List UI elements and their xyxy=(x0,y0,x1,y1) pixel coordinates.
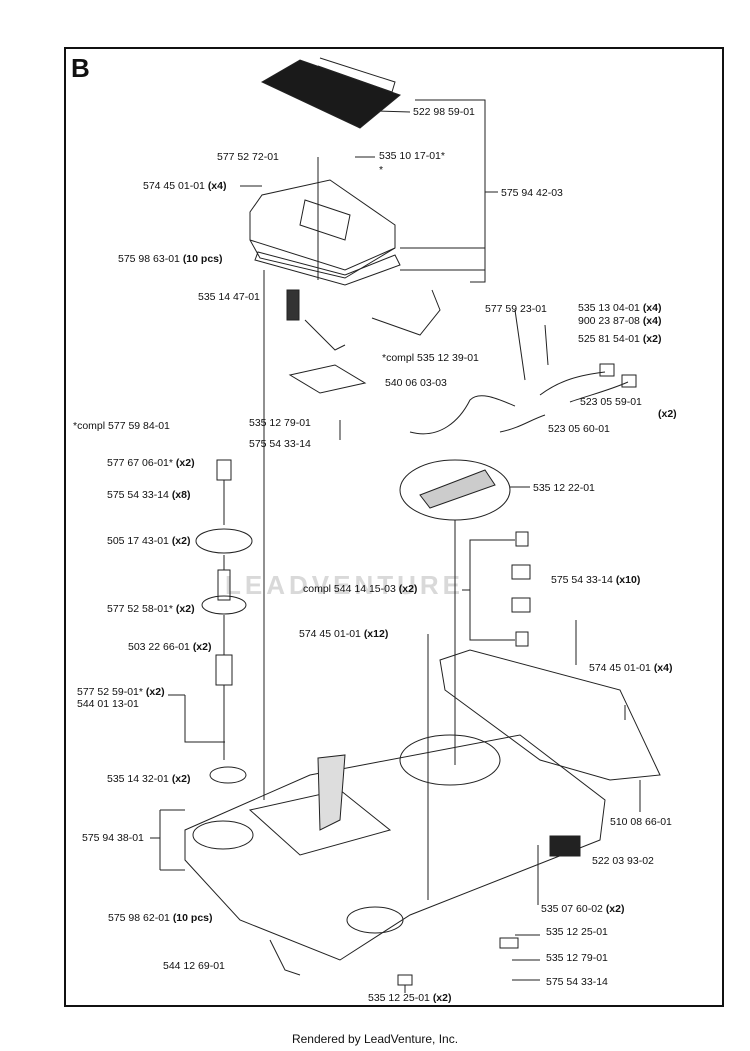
label-535-13-04-01: 535 13 04-01 (x4) xyxy=(578,302,662,314)
label-523-05-60-01: 523 05 60-01 xyxy=(548,423,610,435)
label-compl-577-59-84-01: *compl 577 59 84-01 xyxy=(73,420,170,432)
label-compl-544-14-15-03: compl 544 14 15-03 (x2) xyxy=(303,583,418,595)
label-535-12-25-01-x2: 535 12 25-01 (x2) xyxy=(368,992,452,1004)
label-535-12-22-01: 535 12 22-01 xyxy=(533,482,595,494)
main-chassis xyxy=(184,734,606,961)
label-525-81-54-01: 525 81 54-01 (x2) xyxy=(578,333,662,345)
label-asterisk: * xyxy=(379,164,384,176)
label-574-45-01-01-x4b: 574 45 01-01 (x4) xyxy=(589,662,673,674)
section-letter: B xyxy=(71,53,90,83)
label-535-12-79-01-top: 535 12 79-01 xyxy=(249,417,311,429)
bushing xyxy=(209,766,247,784)
label-522-03-93-02: 522 03 93-02 xyxy=(592,855,654,867)
label-574-45-01-01-x12: 574 45 01-01 (x12) xyxy=(299,628,389,640)
cover-gasket xyxy=(254,251,401,286)
label-900-23-87-08: 900 23 87-08 (x4) xyxy=(578,315,662,327)
label-503-22-66-01: 503 22 66-01 (x2) xyxy=(128,641,212,653)
bellow-seal xyxy=(195,528,253,554)
sensor-cable-1 xyxy=(539,371,606,396)
front-wheel-well xyxy=(192,820,254,850)
pcb-board xyxy=(288,364,367,394)
label-505-17-43-01: 505 17 43-01 (x2) xyxy=(107,535,191,547)
label-535-07-60-02: 535 07 60-02 (x2) xyxy=(541,903,625,915)
label-544-01-13-01: 544 01 13-01 xyxy=(77,698,139,710)
label-544-12-69-01: 544 12 69-01 xyxy=(163,960,225,972)
label-575-54-33-14-top: 575 54 33-14 xyxy=(249,438,311,450)
label-575-54-33-14-x10: 575 54 33-14 (x10) xyxy=(551,574,641,586)
label-577-52-59-01: 577 52 59-01* (x2) xyxy=(77,686,165,698)
rear-wheel-well xyxy=(346,906,404,934)
label-577-59-23-01: 577 59 23-01 xyxy=(485,303,547,315)
label-535-14-47-01: 535 14 47-01 xyxy=(198,291,260,303)
label-575-54-33-14-bottom: 575 54 33-14 xyxy=(546,976,608,988)
label-535-14-32-01: 535 14 32-01 (x2) xyxy=(107,773,191,785)
footer-credit: Rendered by LeadVenture, Inc. xyxy=(291,1032,459,1046)
chassis-plate xyxy=(439,649,661,781)
label-577-52-58-01: 577 52 58-01* (x2) xyxy=(107,603,195,615)
label-523-05-59-01-qty: (x2) xyxy=(658,408,677,420)
label-540-06-03-03: 540 06 03-03 xyxy=(385,377,447,389)
label-574-45-01-01-x4: 574 45 01-01 (x4) xyxy=(143,180,227,192)
label-575-98-63-01: 575 98 63-01 (10 pcs) xyxy=(118,253,223,265)
label-535-10-17-01: 535 10 17-01* xyxy=(379,150,445,162)
label-577-52-72-01: 577 52 72-01 xyxy=(217,151,279,163)
label-compl-535-12-39-01: *compl 535 12 39-01 xyxy=(382,352,479,364)
diagram-frame xyxy=(64,47,724,1007)
cable-connector xyxy=(371,289,441,336)
label-535-12-79-01-bottom: 535 12 79-01 xyxy=(546,952,608,964)
label-575-94-38-01: 575 94 38-01 xyxy=(82,832,144,844)
sensor-cable-2 xyxy=(569,381,629,403)
blade-opening xyxy=(399,734,501,786)
label-575-54-33-14-x8: 575 54 33-14 (x8) xyxy=(107,489,191,501)
label-577-67-06-01: 577 67 06-01* (x2) xyxy=(107,457,195,469)
label-510-08-66-01: 510 08 66-01 xyxy=(610,816,672,828)
label-575-94-42-03: 575 94 42-03 xyxy=(501,187,563,199)
label-522-98-59-01: 522 98 59-01 xyxy=(413,106,475,118)
label-575-98-62-01: 575 98 62-01 (10 pcs) xyxy=(108,912,213,924)
label-523-05-59-01: 523 05 59-01 xyxy=(580,396,642,408)
label-535-12-25-01-mid: 535 12 25-01 xyxy=(546,926,608,938)
keypad-overlay xyxy=(260,59,402,129)
